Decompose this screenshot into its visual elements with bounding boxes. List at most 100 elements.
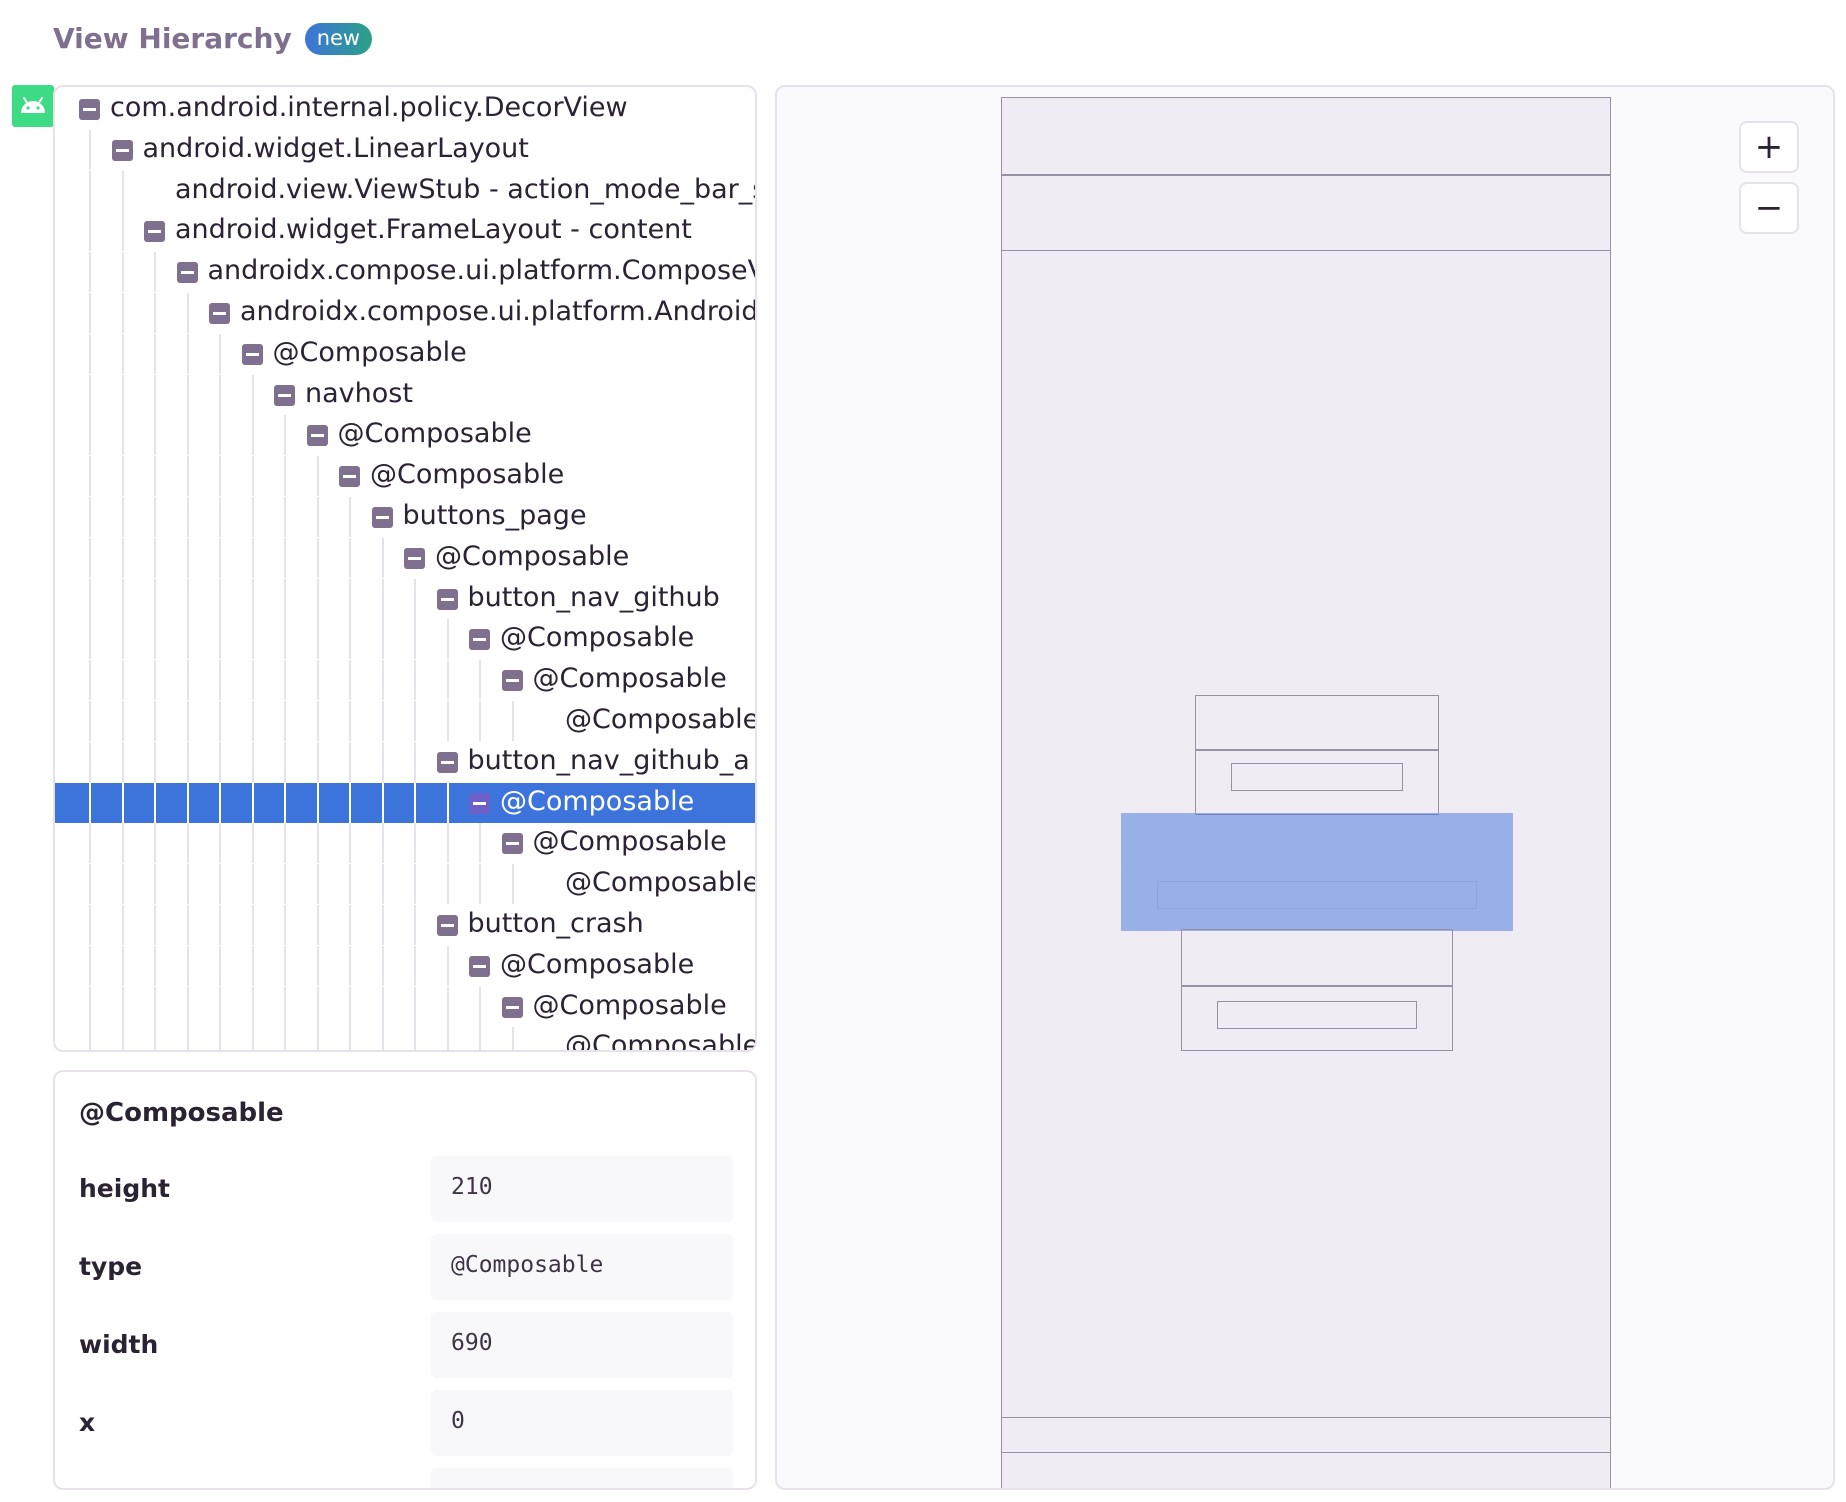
- collapse-toggle-icon[interactable]: [306, 425, 328, 447]
- layout-preview[interactable]: + −: [775, 85, 1835, 1490]
- tree-node[interactable]: android.widget.FrameLayout - content: [55, 211, 755, 252]
- preview-button-crash[interactable]: [1181, 929, 1453, 1051]
- preview-root-view[interactable]: [1001, 97, 1611, 1488]
- preview-app-bar[interactable]: [1001, 175, 1611, 251]
- tree-guide-line: [154, 945, 156, 986]
- tree-guide-line: [121, 211, 124, 252]
- tree-node[interactable]: @Composable: [55, 986, 755, 1027]
- tree-guide-line: [251, 619, 254, 660]
- tree-node[interactable]: button_nav_github_a: [55, 741, 755, 782]
- tree-node[interactable]: navhost: [55, 374, 755, 415]
- tree-guide-line: [219, 701, 221, 741]
- tree-node-label: button_crash: [467, 908, 644, 939]
- collapse-toggle-icon[interactable]: [339, 466, 360, 488]
- preview-button-crash-label[interactable]: [1217, 1001, 1417, 1029]
- tree-node[interactable]: @Composable: [55, 415, 755, 456]
- tree-node[interactable]: @Composable: [55, 660, 755, 701]
- tree-node[interactable]: @Composable: [55, 537, 755, 578]
- tree-node[interactable]: @Composable: [55, 456, 755, 497]
- collapse-toggle-icon[interactable]: [79, 99, 100, 120]
- tree-guide-line: [381, 782, 384, 823]
- tree-guide-line: [251, 823, 254, 864]
- tree-node[interactable]: @Composable: [55, 333, 755, 374]
- tree-guide-line: [251, 1027, 254, 1050]
- collapse-toggle-icon[interactable]: [501, 833, 523, 855]
- tree-guide-line: [316, 1027, 319, 1050]
- tree-guide-line: [414, 701, 416, 741]
- tree-node[interactable]: @Composable: [55, 945, 755, 986]
- tree-guide-line: [349, 986, 351, 1027]
- tree-node[interactable]: android.widget.LinearLayout: [55, 129, 755, 170]
- tree-guide-line: [284, 415, 286, 456]
- tree-guide-line: [121, 823, 124, 864]
- tree-node-selected[interactable]: @Composable: [55, 782, 755, 823]
- tree-guide-line: [121, 1027, 124, 1050]
- preview-bottom-bar[interactable]: [1001, 1417, 1611, 1453]
- tree-node[interactable]: button_crash: [55, 905, 755, 945]
- tree-node[interactable]: androidx.compose.ui.platform.ComposeView: [55, 252, 755, 293]
- collapse-toggle-icon[interactable]: [469, 955, 490, 977]
- collapse-toggle-icon[interactable]: [436, 915, 458, 936]
- collapse-toggle-icon[interactable]: [111, 139, 133, 161]
- collapse-toggle-icon[interactable]: [176, 262, 198, 284]
- tree-node[interactable]: @Composable: [55, 701, 755, 741]
- preview-status-bar[interactable]: [1001, 97, 1611, 175]
- tree-node[interactable]: androidx.compose.ui.platform.AndroidComp…: [55, 293, 755, 333]
- tree-guide-line: [349, 497, 351, 537]
- tree-guide-line: [121, 578, 124, 619]
- tree-guide-line: [121, 782, 124, 823]
- zoom-out-button[interactable]: −: [1739, 182, 1799, 234]
- property-row-type: type@Composable: [55, 1234, 755, 1300]
- tree-guide-line: [219, 986, 221, 1027]
- collapse-toggle-icon[interactable]: [469, 792, 490, 814]
- preview-button-nav-github-label[interactable]: [1231, 763, 1403, 791]
- collapse-toggle-icon[interactable]: [436, 751, 458, 773]
- collapse-toggle-icon[interactable]: [501, 996, 523, 1018]
- tree-guide-line: [219, 741, 221, 782]
- collapse-toggle-icon[interactable]: [436, 588, 458, 610]
- collapse-toggle-icon[interactable]: [371, 507, 393, 528]
- tree-node[interactable]: button_nav_github: [55, 578, 755, 619]
- collapse-toggle-icon[interactable]: [501, 670, 523, 692]
- tree-node[interactable]: @Composable: [55, 1027, 755, 1050]
- preview-button-nav-github[interactable]: [1195, 695, 1439, 815]
- tree-node[interactable]: buttons_page: [55, 497, 755, 537]
- tree-guide-line: [414, 619, 416, 660]
- tree-guide-line: [154, 741, 156, 782]
- tree-guide-line: [316, 456, 319, 497]
- tree-guide-line: [511, 701, 514, 741]
- collapse-toggle-icon[interactable]: [274, 384, 295, 406]
- tree-guide-line: [154, 1027, 156, 1050]
- tree-guide-line: [251, 986, 254, 1027]
- zoom-in-button[interactable]: +: [1739, 121, 1799, 173]
- tree-node-label: @Composable: [272, 336, 467, 368]
- tree-node[interactable]: android.view.ViewStub - action_mode_bar_…: [55, 170, 757, 211]
- tree-guide-line: [154, 497, 156, 537]
- preview-selected-node-label[interactable]: [1157, 881, 1477, 909]
- tree-guide-line: [284, 741, 286, 782]
- tree-guide-line: [284, 497, 286, 537]
- tree-guide-line: [479, 1027, 481, 1050]
- collapse-toggle-icon[interactable]: [404, 547, 425, 569]
- tree-node[interactable]: com.android.internal.policy.DecorView: [55, 89, 755, 129]
- tree-node-label: android.view.ViewStub - action_mode_bar_…: [175, 173, 757, 205]
- collapse-toggle-icon[interactable]: [241, 343, 263, 365]
- tree-guide-line: [219, 823, 221, 864]
- tree-guide-line: [316, 986, 319, 1027]
- tree-node[interactable]: @Composable: [55, 864, 755, 905]
- tree-node[interactable]: @Composable: [55, 619, 755, 660]
- tree-guide-line: [186, 537, 189, 578]
- tree-guide-line: [414, 864, 416, 905]
- tree-guide-line: [121, 456, 124, 497]
- property-key: width: [79, 1330, 159, 1359]
- tree-guide-line: [414, 986, 416, 1027]
- collapse-toggle-icon[interactable]: [469, 629, 490, 651]
- collapse-toggle-icon[interactable]: [209, 303, 230, 324]
- tree-node-label: button_nav_github_a: [467, 744, 750, 776]
- tree-guide-line: [89, 293, 91, 333]
- preview-selected-node[interactable]: [1121, 813, 1513, 931]
- collapse-toggle-icon[interactable]: [144, 221, 165, 243]
- tree-guide-line: [381, 905, 384, 945]
- tree-node[interactable]: @Composable: [55, 823, 755, 864]
